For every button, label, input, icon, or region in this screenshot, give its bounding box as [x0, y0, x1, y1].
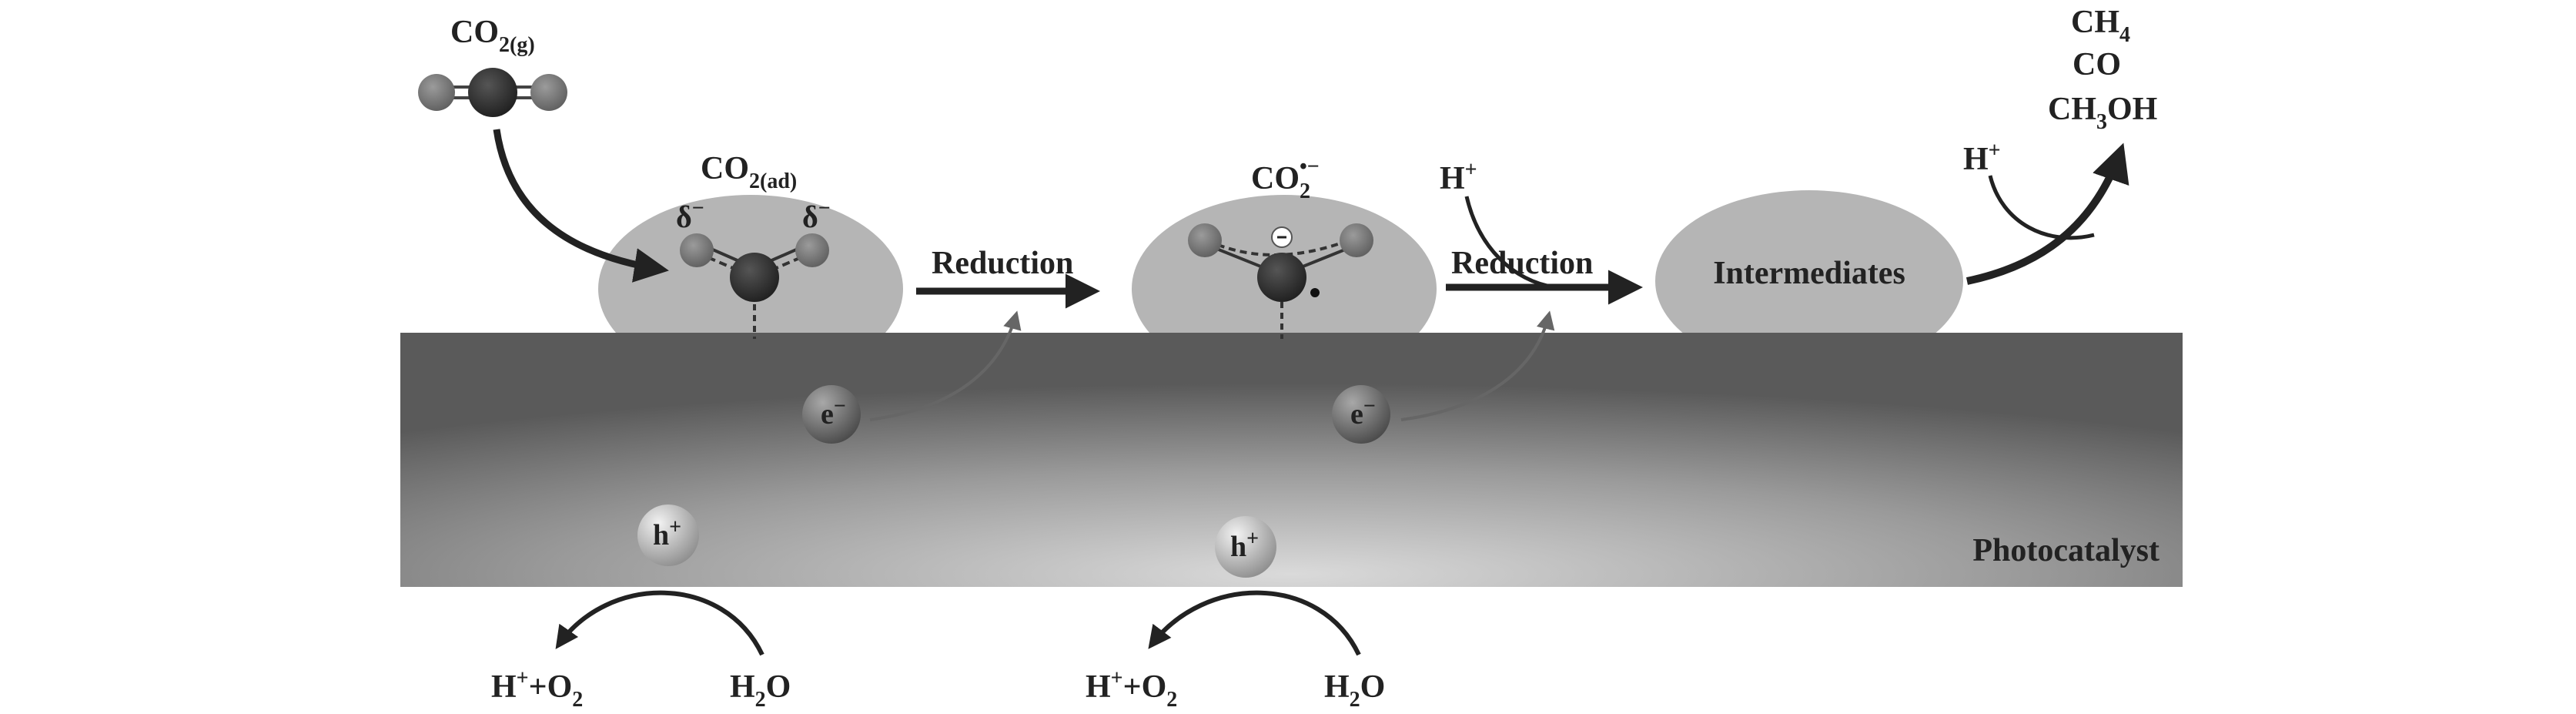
co2-adsorbed-molecule-icon [680, 233, 829, 339]
product-arrow-icon [1965, 142, 2129, 285]
proton-curve-arrow-right-icon [1988, 175, 2095, 240]
electron-transfer-arrow-1-icon [869, 310, 1022, 421]
photocatalyst-label: Photocatalyst [1972, 533, 2159, 568]
adsorption-site-3 [1655, 190, 1963, 372]
co2-radical-anion-molecule-icon [1188, 223, 1373, 339]
co2-gas-label: CO2(g) [450, 15, 535, 57]
hole-2-icon [1215, 516, 1276, 578]
electron-transfer-arrow-2-icon [1400, 310, 1555, 421]
reduction-label-2: Reduction [1451, 246, 1593, 281]
delta-minus-right-label: δ− [802, 196, 831, 234]
electron-label-1: e− [821, 394, 846, 431]
reduction-label-1: Reduction [932, 246, 1073, 281]
water-label-1: H2O [730, 669, 791, 712]
product-co-label: CO [2073, 47, 2121, 82]
delta-minus-left-label: δ− [676, 196, 704, 234]
electron-2-icon [1332, 385, 1390, 444]
electron-label-2: e− [1350, 394, 1376, 431]
proton-label-left: H+ [1440, 158, 1477, 196]
product-ch3oh-label: CH3OH [2048, 92, 2157, 134]
hole-label-2: h+ [1230, 527, 1259, 563]
co2-gas-molecule-icon [418, 68, 567, 117]
product-ch4-label: CH4 [2071, 5, 2130, 47]
oxidation-product-label-2: H++O2 [1086, 666, 1177, 712]
water-label-2: H2O [1324, 669, 1385, 712]
oxidation-arrow-2-icon [1148, 590, 1361, 656]
co2-radical-anion-label: CO2•− [1251, 155, 1320, 203]
electron-1-icon [802, 385, 861, 444]
radical-dot-icon [1310, 288, 1320, 297]
oxidation-product-label-1: H++O2 [491, 666, 583, 712]
hole-label-1: h+ [653, 515, 681, 551]
hole-1-icon [637, 504, 699, 566]
intermediates-label: Intermediates [1713, 256, 1905, 291]
adsorption-arrow-icon [493, 129, 669, 283]
co2-adsorbed-label: CO2(ad) [701, 151, 797, 193]
proton-curve-arrow-left-icon [1464, 196, 1556, 290]
proton-label-right: H+ [1963, 139, 2001, 177]
oxidation-arrow-1-icon [555, 590, 764, 656]
